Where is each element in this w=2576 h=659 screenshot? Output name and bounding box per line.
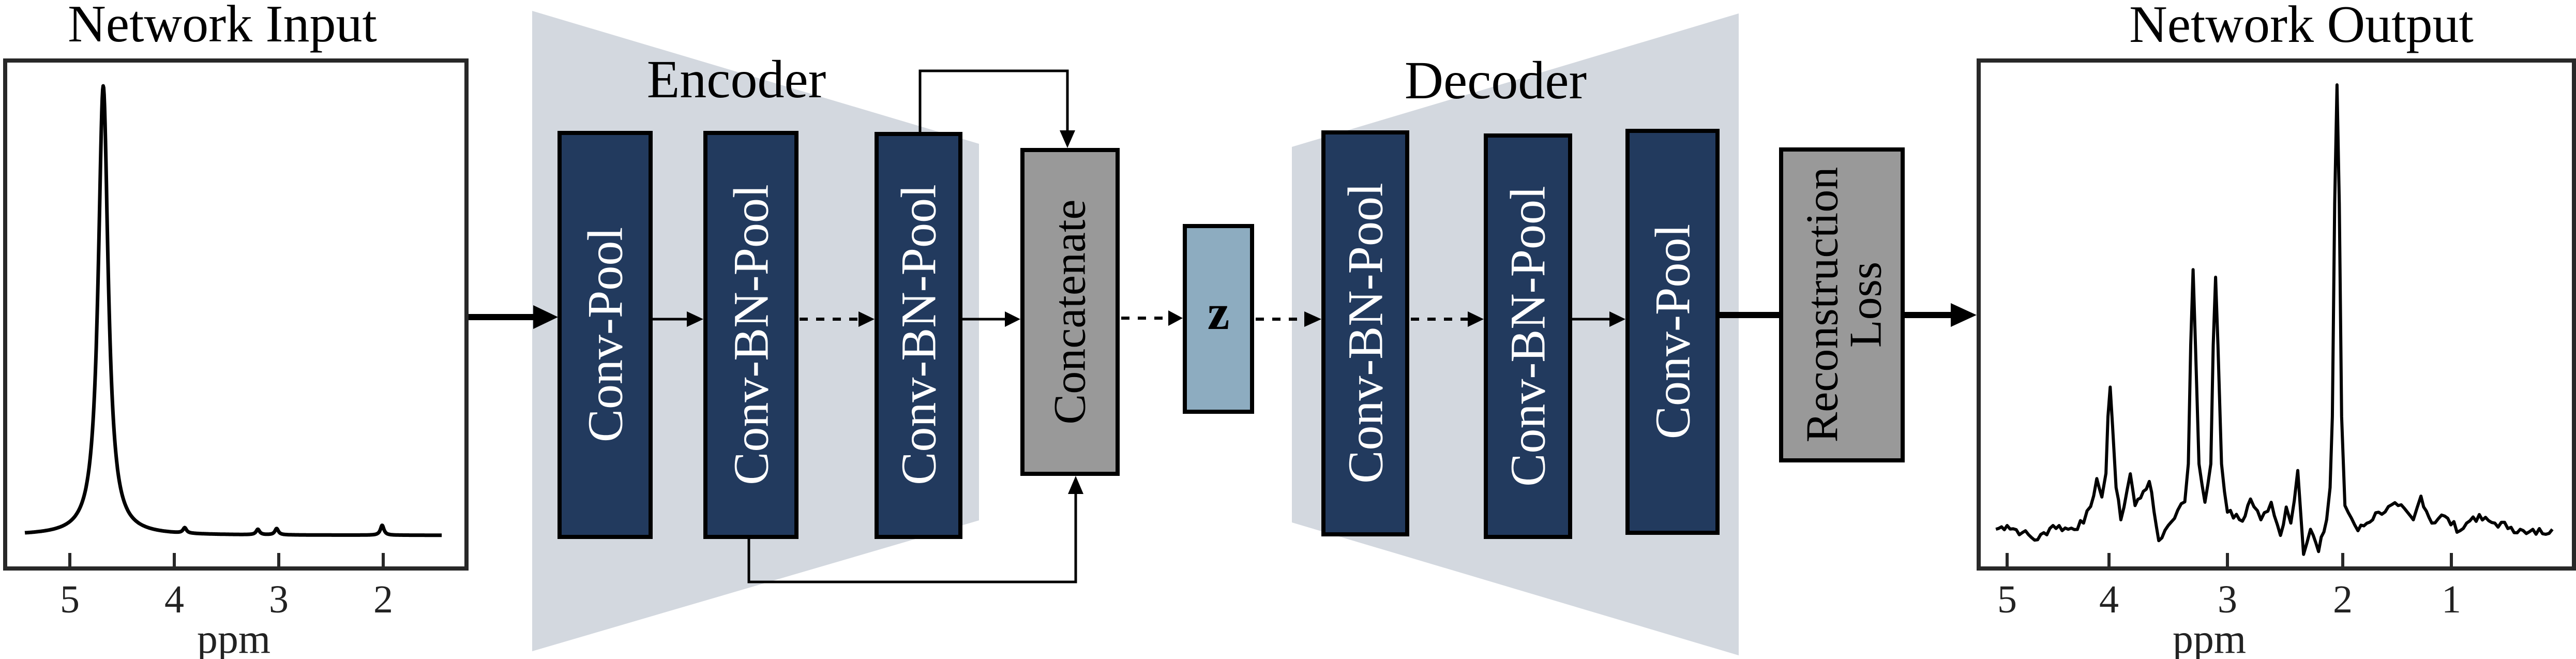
latent-z-rect bbox=[1183, 224, 1254, 414]
x-tick-label: 3 bbox=[2218, 578, 2237, 621]
x-tick-label: 1 bbox=[2442, 578, 2461, 621]
network-output-title: Network Output bbox=[2129, 0, 2474, 54]
network-output-panel: Network Output 5 4 3 2 1 ppm bbox=[1977, 0, 2576, 659]
reconstruction-loss-label-line1: Reconstruction bbox=[1798, 167, 1848, 443]
encoder-block-1-rect bbox=[558, 131, 653, 539]
decoder-block-3[interactable]: Conv-Pool bbox=[1625, 129, 1720, 535]
encoder-block-2-rect bbox=[703, 131, 799, 539]
encoder-block-1[interactable]: Conv-Pool bbox=[558, 131, 653, 539]
decoder-block-1-label: Conv-BN-Pool bbox=[1338, 183, 1393, 483]
output-spectrum-line bbox=[1995, 83, 2554, 556]
encoder-block-3[interactable]: Conv-BN-Pool bbox=[875, 132, 962, 539]
decoder-block-3-label: Conv-Pool bbox=[1645, 224, 1700, 439]
latent-z-block[interactable]: z bbox=[1183, 224, 1254, 414]
x-tick-label: 5 bbox=[1997, 578, 2017, 621]
x-tick-label: 2 bbox=[2333, 578, 2353, 621]
skip-top-arrowhead-icon bbox=[1060, 130, 1075, 148]
x-tick-label: 4 bbox=[2099, 578, 2119, 621]
enc3-to-concat-arrowhead-icon bbox=[1005, 311, 1020, 327]
encoder-block-3-label: Conv-BN-Pool bbox=[891, 184, 946, 485]
encoder-block-2[interactable]: Conv-BN-Pool bbox=[703, 131, 799, 539]
input-x-axis: 5 4 3 2 bbox=[60, 553, 393, 621]
encoder-label: Encoder bbox=[647, 50, 826, 109]
decoder-block-2-label: Conv-BN-Pool bbox=[1500, 186, 1556, 486]
input-spectrum-line bbox=[23, 84, 443, 537]
x-tick-label: 3 bbox=[269, 578, 289, 621]
input-to-encoder-arrowhead-icon bbox=[533, 305, 558, 329]
output-x-axis: 5 4 3 2 1 bbox=[1997, 553, 2461, 621]
latent-z-label: z bbox=[1208, 284, 1230, 340]
decoder-label: Decoder bbox=[1405, 51, 1587, 110]
dec1-to-dec2-arrowhead-icon bbox=[1468, 311, 1484, 327]
encoder-block-3-rect bbox=[875, 132, 962, 539]
skip-connection-top bbox=[918, 69, 1069, 133]
skip-bottom-arrowhead-icon bbox=[1068, 476, 1083, 494]
x-tick-label: 4 bbox=[164, 578, 184, 621]
z-to-dec1-arrowhead-icon bbox=[1304, 311, 1321, 327]
output-plot-frame bbox=[1977, 58, 2576, 571]
concatenate-block[interactable]: Concatenate bbox=[1020, 148, 1120, 476]
decoder-block-2[interactable]: Conv-BN-Pool bbox=[1484, 133, 1572, 539]
decoder-block-3-rect bbox=[1625, 129, 1720, 535]
skip-connection-bottom bbox=[747, 492, 1077, 583]
concatenate-label: Concatenate bbox=[1045, 200, 1095, 425]
input-plot-frame bbox=[3, 58, 469, 571]
loss-to-output-arrowhead-icon bbox=[1951, 303, 1977, 327]
encoder-block-2-label: Conv-BN-Pool bbox=[724, 184, 779, 485]
reconstruction-loss-block[interactable]: Reconstruction Loss bbox=[1779, 147, 1905, 462]
enc1-to-enc2-arrowhead-icon bbox=[687, 311, 703, 327]
enc2-to-enc3-arrowhead-icon bbox=[858, 311, 875, 327]
x-tick-label: 5 bbox=[60, 578, 80, 621]
concatenate-rect bbox=[1020, 148, 1120, 476]
decoder-block-1[interactable]: Conv-BN-Pool bbox=[1321, 130, 1409, 536]
dec2-to-dec3-arrowhead-icon bbox=[1609, 311, 1625, 327]
x-tick-label: 2 bbox=[373, 578, 393, 621]
input-x-axis-label: ppm bbox=[197, 617, 270, 659]
reconstruction-loss-label-line2: Loss bbox=[1841, 262, 1891, 348]
network-input-panel: Network Input 5 4 3 2 ppm bbox=[3, 0, 469, 659]
reconstruction-loss-rect bbox=[1779, 147, 1905, 462]
concat-to-z-arrowhead-icon bbox=[1168, 310, 1183, 326]
decoder-block-1-rect bbox=[1321, 130, 1409, 536]
decoder-block-2-rect bbox=[1484, 133, 1572, 539]
encoder-block-1-label: Conv-Pool bbox=[578, 227, 633, 442]
network-input-title: Network Input bbox=[68, 0, 377, 53]
output-x-axis-label: ppm bbox=[2173, 617, 2246, 659]
